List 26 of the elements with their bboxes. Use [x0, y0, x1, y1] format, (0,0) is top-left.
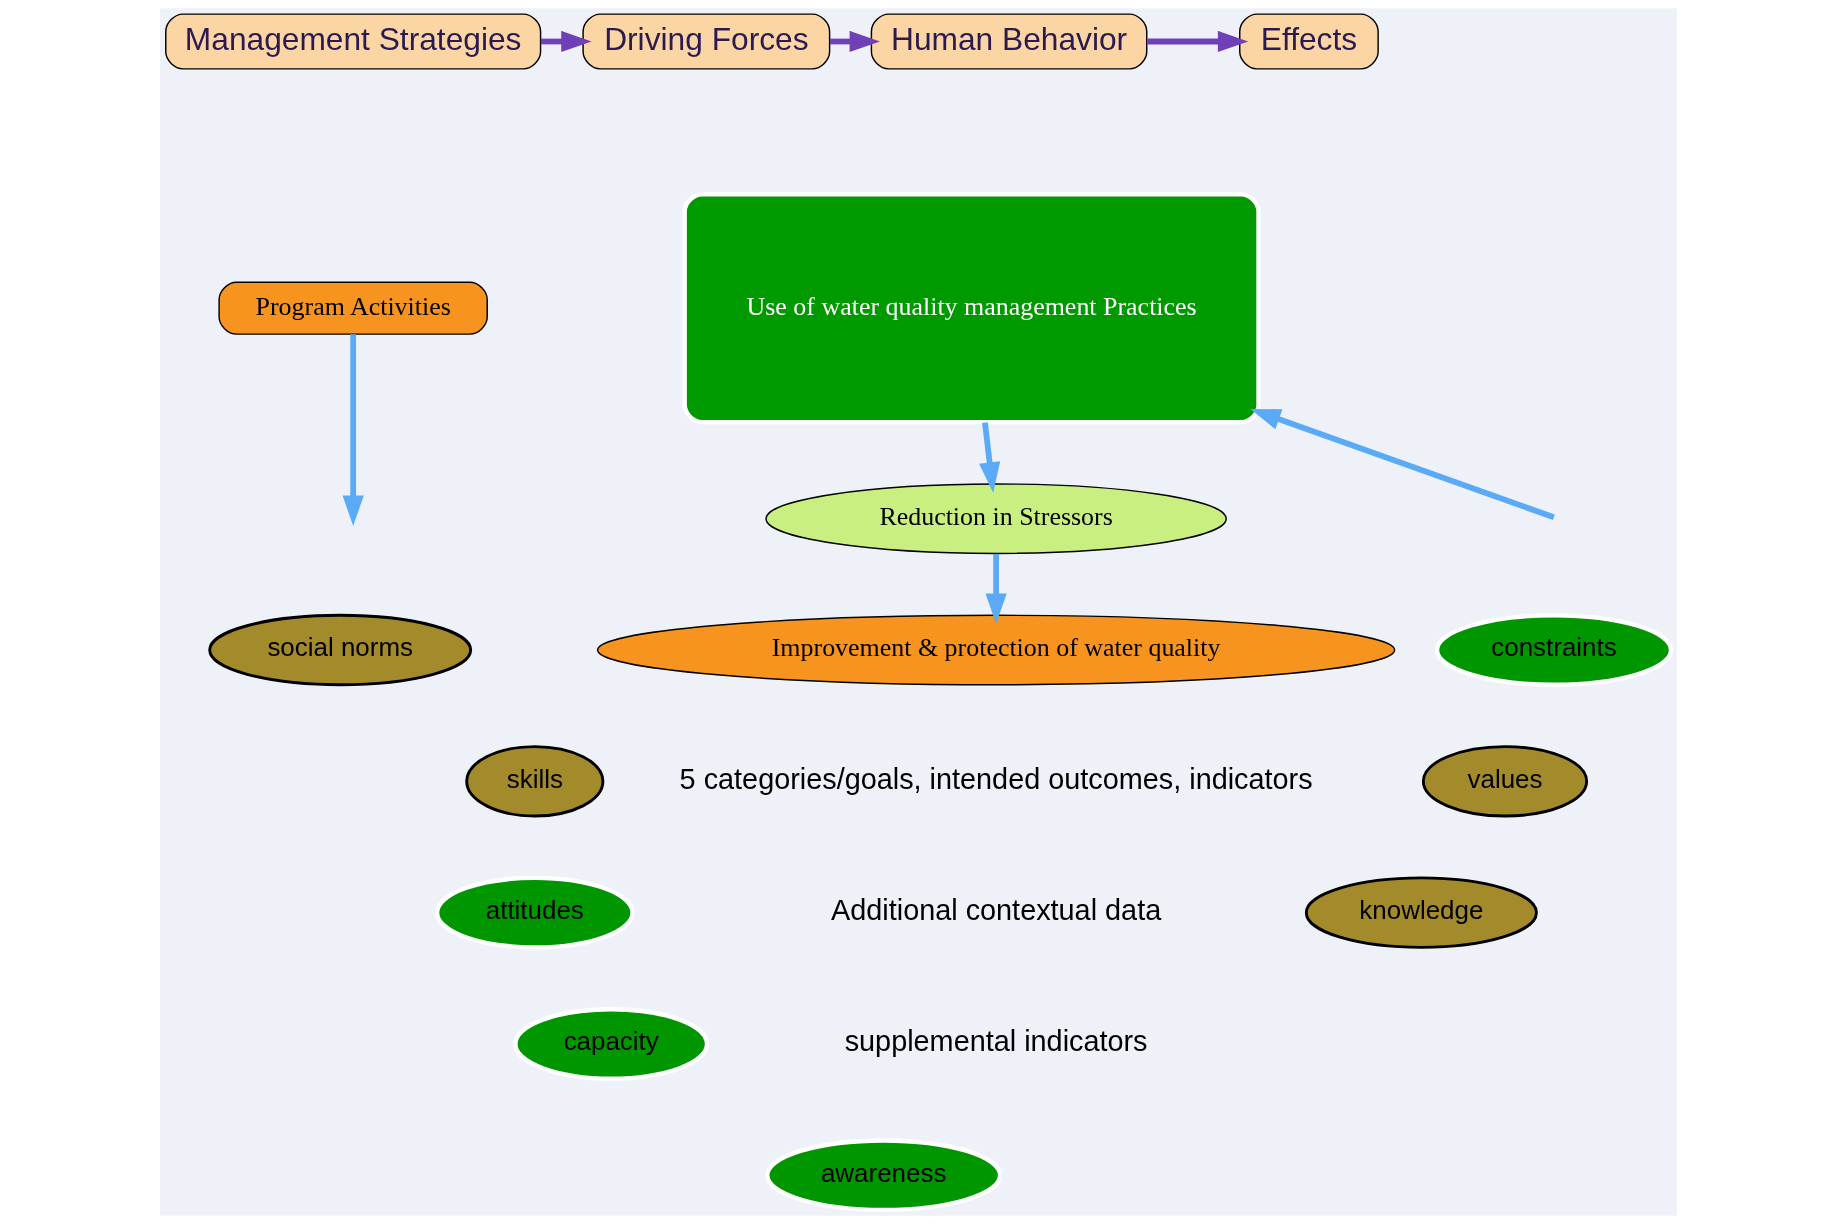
arrow — [829, 30, 880, 53]
arrow — [1250, 409, 1555, 520]
label: 5 categories/goals, intended outcomes, indicators — [679, 762, 1313, 795]
arrow — [342, 334, 364, 526]
node-ellipse: awareness — [765, 1138, 1003, 1213]
arrow — [540, 30, 592, 53]
node-ellipse: attitudes — [434, 875, 635, 950]
node-ellipse: Reduction in Stressors — [765, 483, 1227, 555]
label: supplemental indicators — [844, 1025, 1148, 1058]
node-ellipse: constraints — [1434, 613, 1674, 687]
node-ellipse: social norms — [208, 613, 473, 687]
node-ellipse: capacity — [513, 1007, 710, 1081]
node-box: Human Behavior — [870, 13, 1148, 70]
node-ellipse: skills — [465, 745, 605, 818]
node-box: Driving Forces — [582, 13, 831, 70]
node-box: Use of water quality management Practices — [682, 192, 1261, 425]
node-box: Effects — [1239, 13, 1379, 70]
node-ellipse: Improvement & protection of water quality — [596, 614, 1396, 686]
label: Additional contextual data — [831, 893, 1162, 926]
node-box: Management Strategies — [165, 13, 542, 70]
arrow — [985, 553, 1007, 624]
node-ellipse: values — [1421, 745, 1589, 818]
node-ellipse: knowledge — [1304, 876, 1538, 949]
arrow — [1147, 30, 1249, 53]
arrow — [979, 422, 1001, 493]
node-box: Program Activities — [218, 281, 488, 335]
